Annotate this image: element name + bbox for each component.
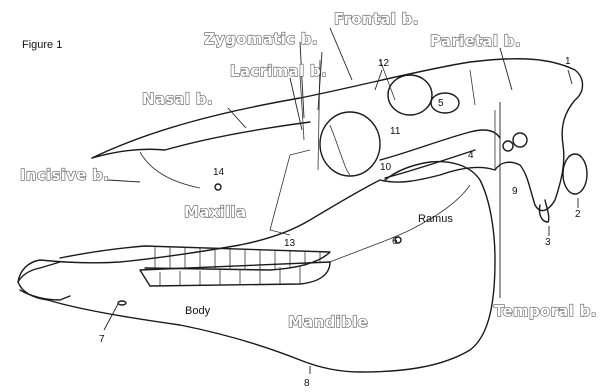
number-3: 3: [545, 237, 551, 248]
label-incisive: Incisive b.: [20, 166, 109, 184]
number-1: 1: [565, 56, 571, 67]
label-nasal: Nasal b.: [142, 90, 213, 108]
number-10: 10: [380, 162, 392, 173]
mandible-outline: [48, 162, 495, 372]
infraorbital-foramen: [215, 184, 221, 190]
number-2: 2: [575, 209, 581, 220]
number-11: 11: [390, 126, 401, 137]
incisive-suture: [140, 152, 200, 188]
figure-title: Figure 1: [22, 39, 62, 51]
label-ramus: Ramus: [418, 213, 453, 225]
label-body: Body: [185, 305, 211, 317]
number-6: 6: [392, 236, 398, 247]
number-7: 7: [99, 334, 105, 345]
number-8: 8: [304, 378, 310, 389]
temporal-fossa: [388, 75, 432, 115]
orbit: [320, 112, 380, 176]
label-temporal: Temporal b.: [494, 302, 597, 320]
number-12: 12: [378, 58, 390, 69]
number-4: 4: [468, 150, 474, 161]
label-maxilla: Maxilla: [184, 203, 246, 221]
number-9: 9: [512, 186, 518, 197]
occipital-condyle: [563, 154, 587, 194]
fossa-5: [431, 93, 459, 113]
label-zygomatic: Zygomatic b.: [204, 30, 318, 48]
upper-dental-arcade: [60, 246, 330, 270]
label-frontal: Frontal b.: [334, 10, 419, 28]
label-lacrimal: Lacrimal b.: [230, 62, 327, 80]
incisors: [18, 262, 70, 300]
label-parietal: Parietal b.: [430, 32, 521, 50]
external-acoustic-meatus: [513, 133, 527, 147]
nasal-ridge: [92, 122, 310, 158]
number-13: 13: [284, 238, 296, 249]
label-mandible: Mandible: [288, 313, 368, 331]
number-5: 5: [438, 98, 444, 109]
mental-foramen: [118, 301, 126, 305]
number-14: 14: [213, 167, 225, 178]
